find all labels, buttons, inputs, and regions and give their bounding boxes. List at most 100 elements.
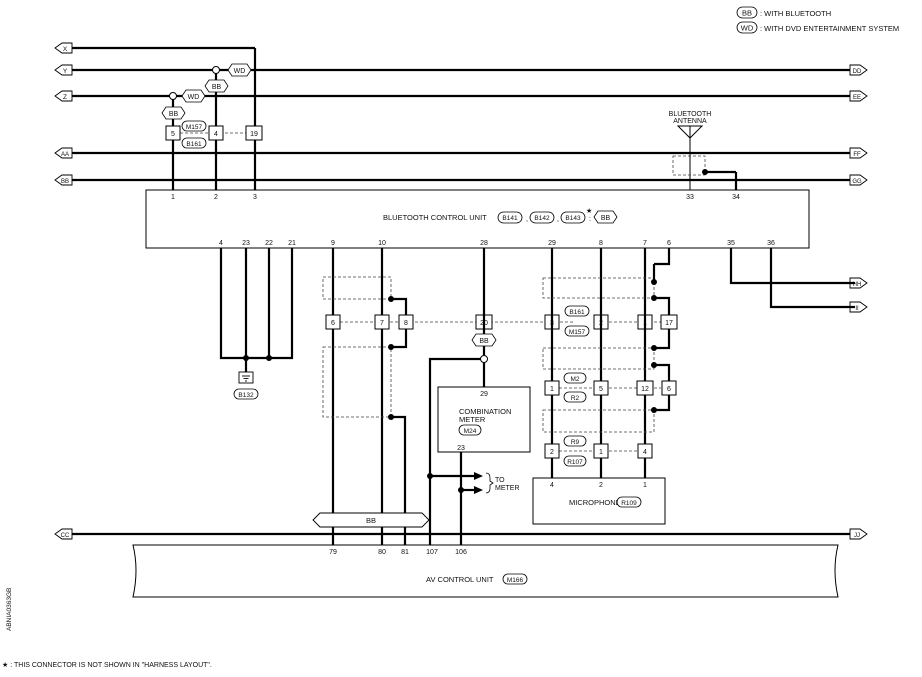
r2-pin-5: 5	[599, 386, 603, 393]
r2-pin-1: 1	[550, 386, 554, 393]
bt-sep-2: ,	[557, 216, 559, 223]
meter-pin-29: 29	[480, 391, 488, 398]
connector-m2: M2	[570, 376, 579, 383]
av-control-unit: 79 80 81 107 106 AV CONTROL UNIT M166	[132, 544, 839, 598]
condition-tag-bb-1: BB	[204, 79, 229, 93]
r107-pin-2: 2	[550, 449, 554, 456]
connector-tag-m157-mid: M157	[564, 325, 590, 337]
bt-pin-6: 6	[667, 240, 671, 247]
bt-pin-36: 36	[767, 240, 775, 247]
mic-connector: R109	[621, 500, 637, 507]
bt-pin-22: 22	[265, 240, 273, 247]
av-pin-79: 79	[329, 549, 337, 556]
wires-35-36	[729, 248, 855, 309]
rail-terminal-ee: EE	[849, 90, 868, 102]
mic-name: MICROPHONE	[569, 498, 621, 507]
bt-pin-9: 9	[331, 240, 335, 247]
bt-top-pin-34: 34	[732, 194, 740, 201]
connector-tag-b161-top: B161	[181, 137, 207, 149]
rail-label-hh: HH	[853, 282, 862, 288]
side-code: ABNIA0363GB	[6, 588, 13, 631]
mid-splice-pin-6: 6	[331, 320, 335, 327]
condition-tag-wd-2: WD	[181, 89, 206, 103]
bt-pin-8: 8	[599, 240, 603, 247]
rail-terminal-jj: JJ	[849, 528, 868, 540]
rail-terminal-z: Z	[54, 90, 73, 102]
rail-label-bb: BB	[61, 179, 69, 185]
to-meter-line2: METER	[495, 485, 520, 492]
rail-label-y: Y	[63, 68, 68, 75]
rail-label-aa: AA	[61, 152, 69, 158]
rail-terminal-hh: HH	[849, 277, 868, 289]
bt-pin-10: 10	[378, 240, 386, 247]
bt-pin-23: 23	[242, 240, 250, 247]
mid-splice-pin-7: 7	[380, 320, 384, 327]
top-splice-pin-4: 4	[214, 131, 218, 138]
ground-connector-tag: B132	[233, 388, 259, 400]
bt-sep-1: ,	[526, 216, 528, 223]
mid-left-wiring	[322, 248, 661, 545]
connector-tag-r107: R107	[563, 455, 587, 467]
rail-label-ee: EE	[853, 95, 861, 101]
bt-top-pin-2: 2	[214, 194, 218, 201]
connector-b161-mid: B161	[569, 309, 585, 316]
connector-tag-m157-top: M157	[181, 120, 207, 132]
connector-m157-top: M157	[186, 124, 203, 131]
mid-splice-pin-8: 8	[404, 320, 408, 327]
mid-splice-pin-17: 17	[665, 320, 673, 327]
to-meter-line1: TO	[495, 477, 505, 484]
bt-top-pin-1: 1	[171, 194, 175, 201]
ground-wiring	[219, 248, 294, 384]
condition-wd-1: WD	[234, 68, 246, 75]
bt-pin-21: 21	[288, 240, 296, 247]
condition-tag-bb-2: BB	[161, 106, 186, 120]
av-unit-name: AV CONTROL UNIT	[426, 575, 494, 584]
av-pin-81: 81	[401, 549, 409, 556]
rail-label-z: Z	[63, 94, 67, 101]
connector-r107: R107	[567, 459, 583, 466]
top-splice-connectors: 5 4 19	[165, 125, 263, 141]
r2-pin-12: 12	[641, 386, 649, 393]
rail-terminal-gg: GG	[849, 174, 868, 186]
rail-terminal-aa: AA	[54, 147, 73, 159]
r107-pin-4: 4	[643, 449, 647, 456]
meter-name-line2: METER	[459, 415, 486, 424]
rail-terminal-ii: II	[849, 301, 868, 313]
bb-bus-label: BB	[366, 516, 376, 525]
top-splice-pin-19: 19	[250, 131, 258, 138]
pin28-wiring: BB	[428, 248, 497, 545]
condition-tag-wd-1: WD	[227, 63, 252, 77]
rail-label-ff: FF	[853, 152, 861, 158]
bt-pin-4: 4	[219, 240, 223, 247]
av-pin-106: 106	[455, 549, 467, 556]
combination-meter: 29 COMBINATION METER M24 23	[437, 386, 531, 453]
legend: BB : WITH BLUETOOTH WD : WITH DVD ENTERT…	[736, 6, 899, 34]
meter-connector: M24	[464, 428, 477, 435]
condition-wd-2: WD	[188, 94, 200, 101]
bluetooth-control-unit: BLUETOOTH CONTROL UNIT B141 , B142 , B14…	[145, 189, 810, 249]
av-unit-connector: M166	[507, 577, 524, 584]
condition-bb-meter: BB	[479, 338, 489, 345]
rail-terminal-bb: BB	[54, 174, 73, 186]
bt-pin-28: 28	[480, 240, 488, 247]
bt-top-pin-3: 3	[253, 194, 257, 201]
bt-top-pin-33: 33	[686, 194, 694, 201]
mic-pin-2: 2	[599, 482, 603, 489]
rail-label-x: X	[63, 46, 68, 53]
bt-star: ★	[586, 207, 592, 215]
connector-m157-mid: M157	[569, 329, 586, 336]
rail-terminal-ff: FF	[849, 147, 868, 159]
rail-label-cc: CC	[61, 533, 70, 539]
bt-colon: :	[589, 216, 591, 223]
connector-tag-m2: M2	[563, 372, 587, 384]
legend-code-bb: BB	[742, 9, 752, 18]
rail-label-ii: II	[855, 306, 859, 312]
bt-unit-name: BLUETOOTH CONTROL UNIT	[383, 213, 487, 222]
condition-bb-2: BB	[169, 111, 179, 118]
av-pin-80: 80	[378, 549, 386, 556]
bt-connector-b143: B143	[565, 215, 581, 222]
antenna-label-line1: BLUETOOTH	[669, 111, 712, 118]
r107-connectors: 2 1 4	[544, 443, 653, 459]
r2-pin-6: 6	[667, 386, 671, 393]
meter-pin-23: 23	[457, 445, 465, 452]
